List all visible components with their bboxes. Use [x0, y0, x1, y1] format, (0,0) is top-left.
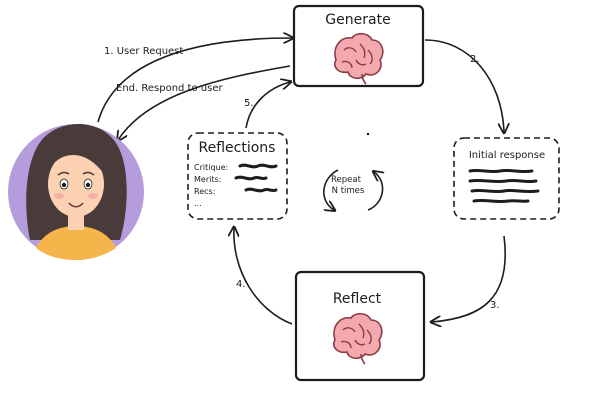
- edge-label-5: 5.: [244, 98, 254, 109]
- reflections-row-merits: Merits:: [194, 175, 221, 184]
- edge-label-3: 3.: [490, 300, 500, 311]
- edge-generate-to-initial: [424, 39, 504, 132]
- reflections-node: Reflections Critique: Merits: Recs: ...: [187, 132, 288, 220]
- edge-label-4: 4.: [236, 279, 246, 290]
- generate-title: Generate: [325, 12, 390, 28]
- loop-arrow-right: [367, 172, 383, 211]
- reflections-row-critique: Critique:: [194, 163, 228, 172]
- reflect-title: Reflect: [333, 291, 382, 307]
- edge-user-request: [97, 38, 292, 123]
- edge-label-user-request: 1. User Request: [104, 46, 183, 57]
- user-avatar-icon: [8, 123, 144, 260]
- scribble-lines: [234, 163, 278, 193]
- reflections-row-recs: Recs:: [194, 187, 215, 196]
- generate-node: Generate: [292, 4, 425, 88]
- initial-response-node: Initial response: [453, 137, 560, 220]
- edge-label-respond: End. Respond to user: [116, 83, 223, 94]
- edge-reflect-to-reflections: [234, 228, 293, 325]
- repeat-loop: Repeat N times: [323, 132, 383, 211]
- reflections-row-ellipsis: ...: [194, 199, 202, 208]
- reflections-title: Reflections: [199, 140, 276, 156]
- edge-reflections-to-generate: [245, 82, 290, 129]
- initial-response-title: Initial response: [469, 150, 545, 161]
- edge-label-2: 2.: [470, 54, 480, 65]
- loop-label-line2: N times: [332, 186, 365, 196]
- scribble-lines: [468, 168, 540, 204]
- loop-label-line1: Repeat: [331, 175, 362, 185]
- edge-initial-to-reflect: [432, 235, 506, 322]
- loop-arrow-left: [323, 169, 339, 210]
- reflect-node: Reflect: [294, 270, 426, 382]
- edge-respond-to-user: [118, 65, 291, 140]
